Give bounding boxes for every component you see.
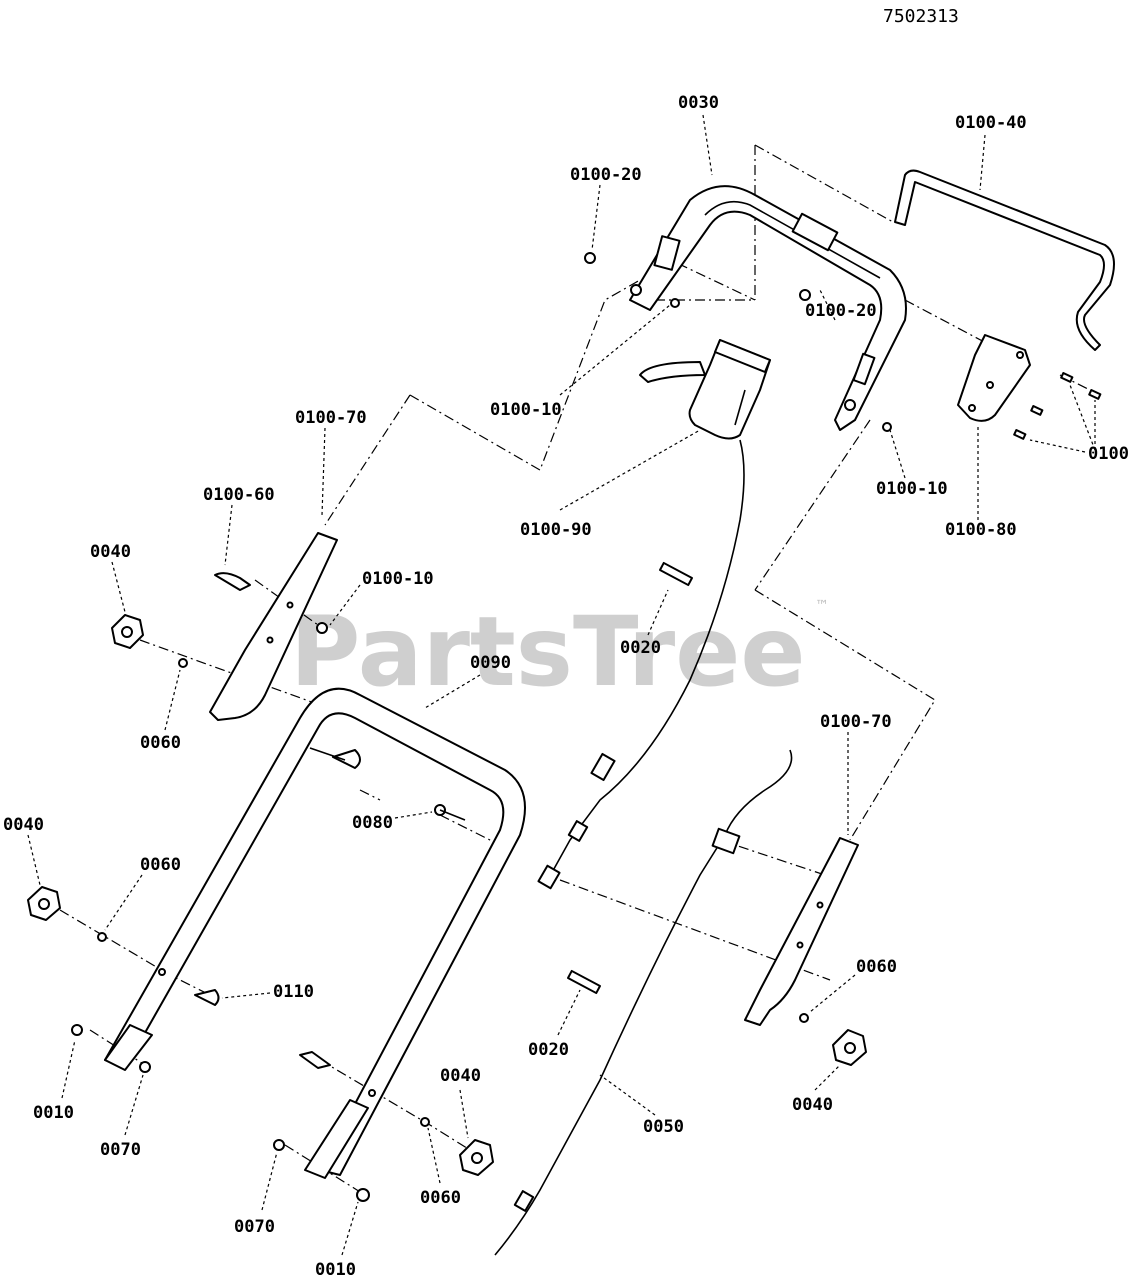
control-cable <box>494 439 793 1256</box>
label-bolt-bottom: 0010 <box>315 1260 356 1280</box>
hardware <box>71 252 892 1202</box>
cable-clip-upper <box>658 561 694 587</box>
label-cover-plate: 0100-80 <box>945 520 1017 540</box>
label-washer-left: 0060 <box>140 855 181 875</box>
control-box <box>639 339 771 440</box>
label-bracket-bolt: 0100-60 <box>203 485 275 505</box>
label-knob-upper-left: 0040 <box>90 542 131 562</box>
label-bail-bar: 0100-40 <box>955 113 1027 133</box>
label-knob-right: 0040 <box>440 1066 481 1086</box>
label-left-bracket: 0100-70 <box>295 408 367 428</box>
label-bushing-right: 0100-10 <box>876 479 948 499</box>
cable-clip-lower <box>566 969 602 995</box>
bracket-bolt-left <box>214 572 251 591</box>
callout-labels: 0030 0100-20 0100-40 0100-10 0100-20 010… <box>3 93 1129 1280</box>
document-number: 7502313 <box>883 6 959 27</box>
bail-bar <box>894 169 1115 351</box>
label-cable-clip-lower: 0020 <box>528 1040 569 1060</box>
label-nut-lower-left: 0070 <box>100 1140 141 1160</box>
knob-left <box>27 886 61 921</box>
label-nut-bottom: 0070 <box>234 1217 275 1237</box>
lower-handle <box>104 687 526 1179</box>
label-bushing-bracket: 0100-10 <box>362 569 434 589</box>
label-washer-right: 0060 <box>856 957 897 977</box>
knob-bottom <box>832 1029 867 1066</box>
knob-right <box>459 1139 494 1176</box>
watermark-trademark: ™ <box>815 598 829 614</box>
upper-handle-label-plate <box>791 212 839 252</box>
label-knob-left: 0040 <box>3 815 44 835</box>
watermark-text: PartsTree <box>290 596 805 708</box>
label-lower-handle: 0090 <box>470 653 511 673</box>
label-bail-pin-left: 0100-20 <box>570 165 642 185</box>
label-screws: 0100 <box>1088 444 1129 464</box>
knob-upper-left <box>111 614 144 649</box>
upper-handle <box>629 185 907 431</box>
callout-leaders <box>27 114 1096 1256</box>
label-control-box: 0100-90 <box>520 520 592 540</box>
label-right-bracket: 0100-70 <box>820 712 892 732</box>
label-washer-bottom: 0060 <box>420 1188 461 1208</box>
label-carriage-bolt: 0080 <box>352 813 393 833</box>
label-knob-bottom: 0040 <box>792 1095 833 1115</box>
right-bracket <box>744 837 859 1026</box>
upper-handle-clamp <box>653 235 681 271</box>
label-bushing-left: 0100-10 <box>490 400 562 420</box>
cover-plate <box>957 334 1102 440</box>
watermark: PartsTree ™ <box>290 596 829 708</box>
left-bracket <box>209 532 338 721</box>
label-cable-clip-upper: 0020 <box>620 638 661 658</box>
label-bail-pin-right: 0100-20 <box>805 301 877 321</box>
label-upper-handle: 0030 <box>678 93 719 113</box>
label-pin-0110: 0110 <box>273 982 314 1002</box>
label-bolt-lower-left: 0010 <box>33 1103 74 1123</box>
label-cable: 0050 <box>643 1117 684 1137</box>
label-washer-upper-left: 0060 <box>140 733 181 753</box>
